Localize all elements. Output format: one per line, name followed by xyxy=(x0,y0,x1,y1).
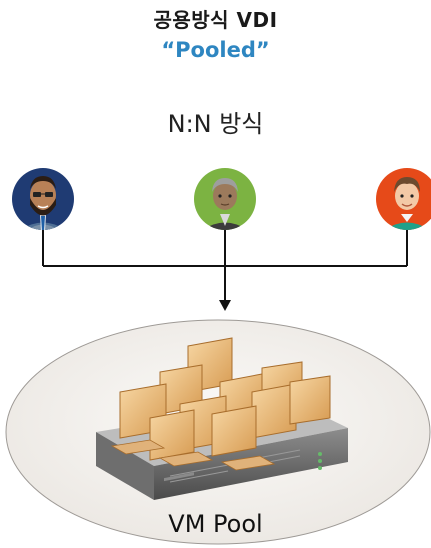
diagram-subtitle: “Pooled” xyxy=(161,38,270,62)
user-avatar-bearded xyxy=(12,168,74,230)
user-avatar-red-bg xyxy=(376,168,431,230)
server-rack-icon xyxy=(96,337,348,500)
mode-label: N:N 방식 xyxy=(167,110,264,138)
user-avatar-gray-hair xyxy=(194,168,256,230)
vm-pool-label: VM Pool xyxy=(168,510,263,538)
arrow-head-icon xyxy=(219,300,231,311)
connector-lines xyxy=(42,229,408,302)
diagram-title: 공용방식 VDI xyxy=(153,8,278,32)
